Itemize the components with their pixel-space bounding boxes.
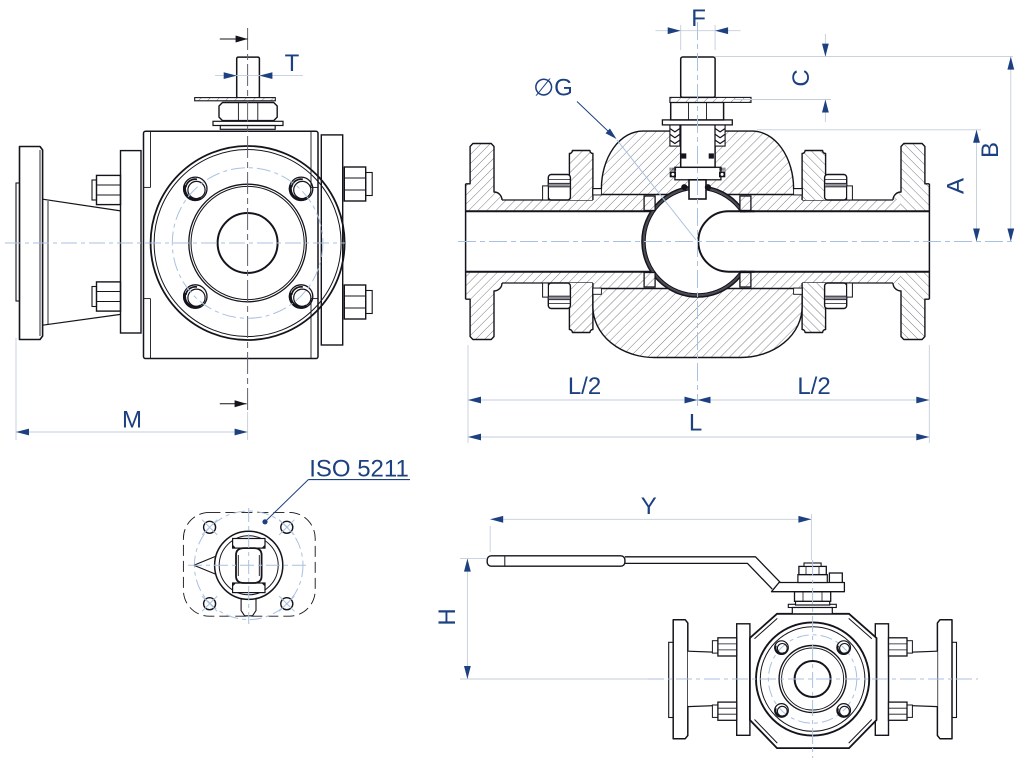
svg-text:F: F [691,5,706,32]
svg-text:Y: Y [641,493,657,520]
svg-text:ISO 5211: ISO 5211 [309,456,409,483]
svg-text:B: B [977,142,1004,158]
svg-text:H: H [434,608,461,625]
svg-text:L/2: L/2 [797,373,830,400]
svg-text:L: L [689,410,702,437]
svg-text:L/2: L/2 [568,373,601,400]
svg-text:M: M [122,407,142,434]
svg-text:∅G: ∅G [533,75,573,102]
svg-text:T: T [285,50,300,77]
svg-text:C: C [788,69,815,86]
svg-text:A: A [943,178,970,194]
